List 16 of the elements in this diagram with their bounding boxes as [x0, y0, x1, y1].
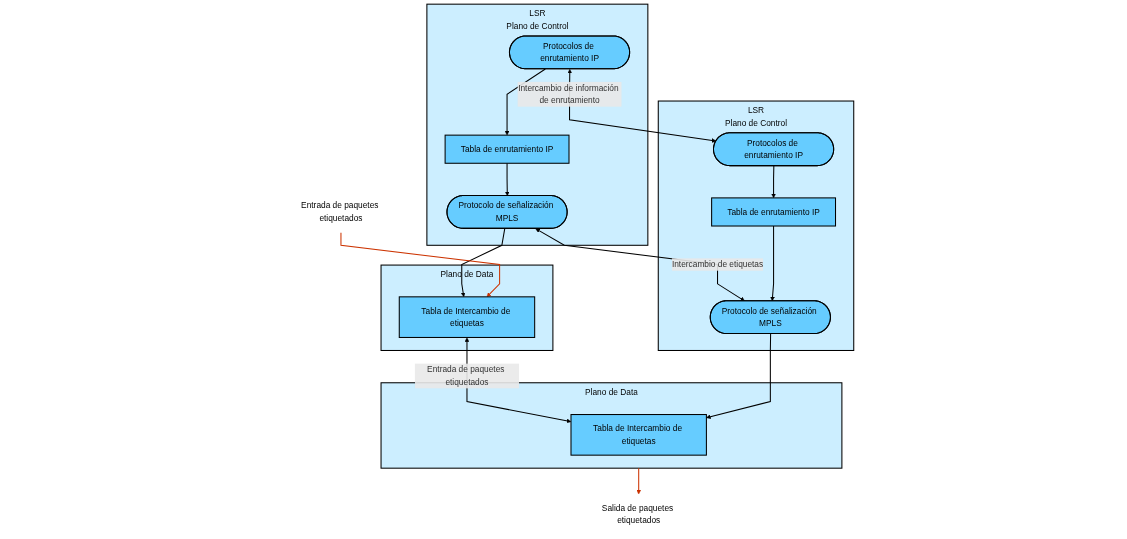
- arrow: [460, 228, 506, 298]
- node-box: Tabla de Intercambio de etiquetas: [398, 296, 536, 338]
- arrow: [504, 162, 510, 196]
- edge-label: Intercambio de etiquetas: [671, 259, 764, 269]
- node-text: Salida de paquetes etiquetados: [601, 503, 674, 525]
- arrow: [771, 165, 776, 199]
- arrow: [636, 467, 641, 495]
- edge-label: Intercambio de información de enrutamiento: [518, 83, 619, 105]
- node-box: Tabla de enrutamiento IP: [444, 134, 570, 164]
- node-text: Entrada de paquetes etiquetados: [301, 201, 379, 223]
- arrow: [340, 231, 501, 298]
- arrow: [706, 333, 772, 419]
- node-box: Tabla de Intercambio de etiquetas: [570, 414, 707, 456]
- arrow: [504, 68, 546, 136]
- node-box: Tabla de enrutamiento IP: [711, 197, 837, 227]
- arrow: [770, 225, 775, 302]
